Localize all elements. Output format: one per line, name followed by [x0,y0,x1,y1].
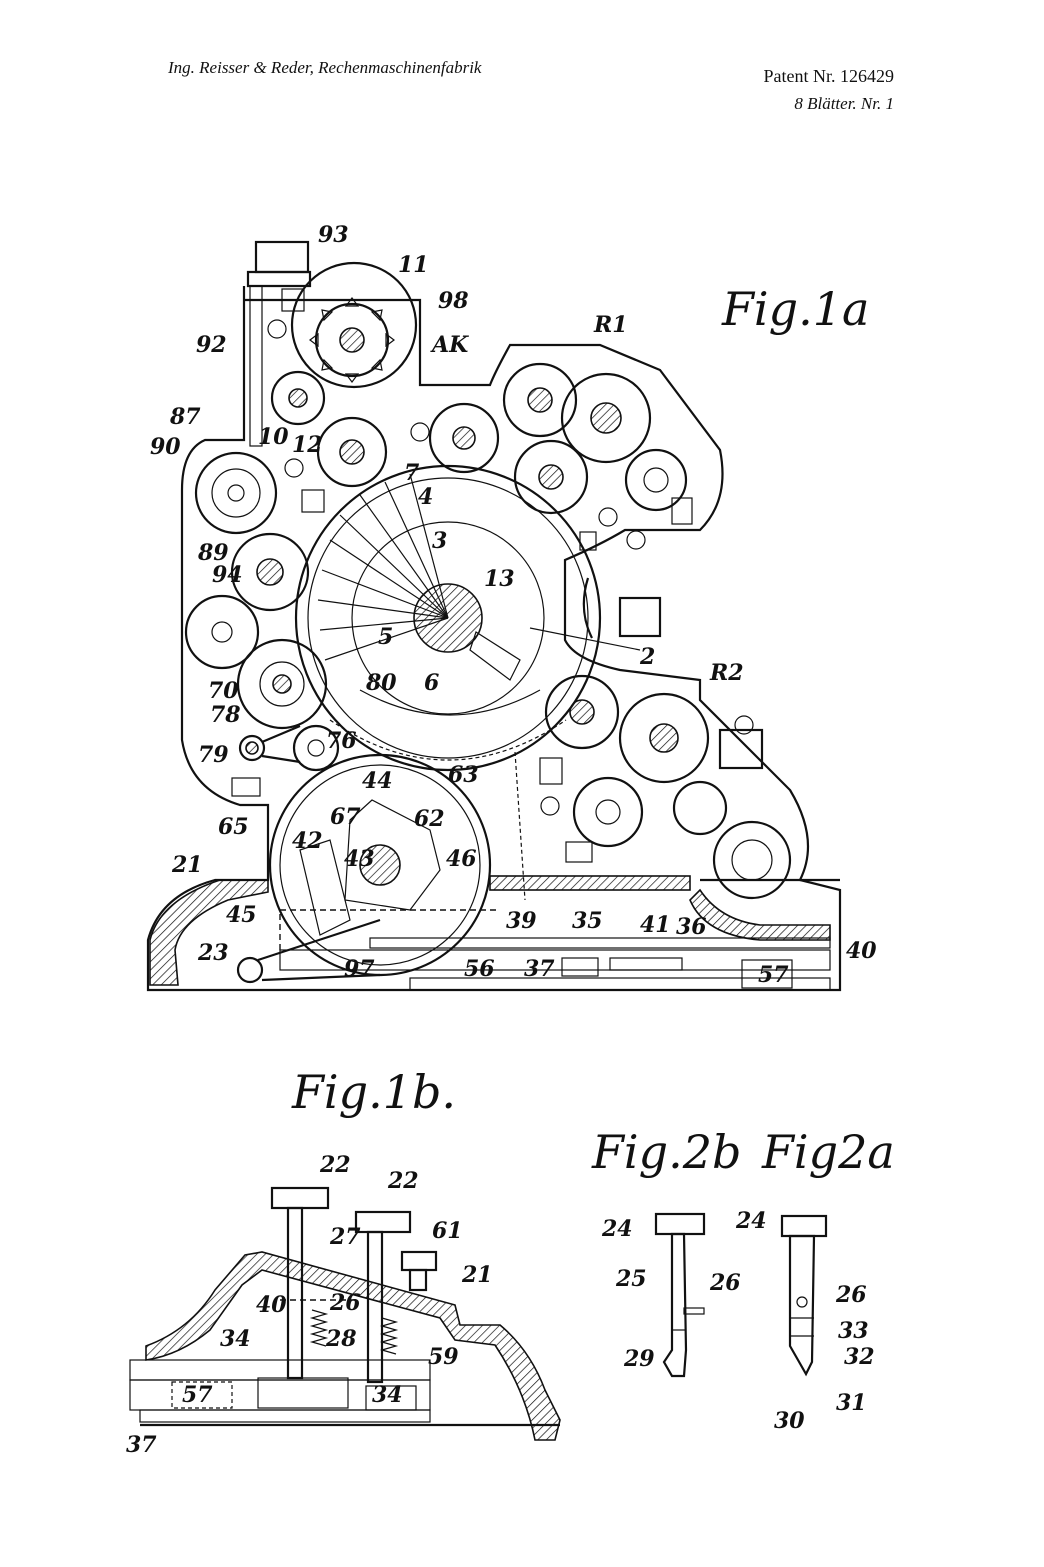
fig2a-labels: 24 26 33 32 31 30 [735,1208,875,1434]
patent-number: Patent Nr. 126429 [763,66,895,86]
label-30: 30 [774,1408,805,1434]
label-78: 78 [210,702,241,728]
label-39: 39 [506,908,537,934]
label-29: 29 [623,1346,655,1372]
label-22a: 22 [319,1152,351,1178]
label-46: 46 [446,846,477,872]
label-79: 79 [198,742,229,768]
label-7: 7 [404,460,420,486]
label-11: 11 [398,252,429,278]
fig2a-drawing [780,1214,828,1377]
label-61: 61 [432,1218,463,1244]
label-4: 4 [418,484,433,510]
label-63: 63 [448,762,479,788]
label-62: 62 [414,806,445,832]
label-AK: AK [430,332,469,358]
label-90: 90 [150,434,181,460]
label-21b: 21 [461,1262,493,1288]
label-35: 35 [572,908,603,934]
label-24b: 24 [735,1208,767,1234]
label-26a: 26 [709,1270,741,1296]
label-31: 31 [836,1390,867,1416]
label-89: 89 [197,540,229,566]
label-56: 56 [464,956,495,982]
label-65: 65 [218,814,249,840]
label-45: 45 [226,902,257,928]
label-40: 40 [846,938,877,964]
fig1b-labels: 22 22 27 61 21 40 26 34 28 59 57 34 37 [126,1152,493,1458]
manufacturer-title: Ing. Reisser & Reder, Rechenmaschinenfab… [168,58,482,77]
fig2a-title: Fig2a [761,1125,895,1179]
sheet-number: 8 Blätter. Nr. 1 [794,94,894,113]
label-R1: R1 [593,312,628,338]
fig2b-labels: 24 25 26 29 [601,1216,741,1372]
label-98: 98 [438,288,469,314]
label-70: 70 [208,678,239,704]
label-34b: 34 [372,1382,403,1408]
label-26b: 26 [329,1290,361,1316]
fig1a-title: Fig.1a [721,282,869,336]
label-21: 21 [171,852,203,878]
label-13: 13 [484,566,515,592]
label-33: 33 [838,1318,869,1344]
label-59: 59 [428,1344,459,1370]
label-3: 3 [432,528,447,554]
fig1a-drawing [146,240,842,992]
label-6: 6 [424,670,439,696]
label-80: 80 [365,670,397,696]
label-22b: 22 [387,1168,419,1194]
fig2b-title: Fig.2b [591,1125,741,1179]
label-40b: 40 [256,1292,287,1318]
fig2b-drawing [654,1212,706,1378]
label-23: 23 [197,940,229,966]
label-92: 92 [196,332,227,358]
label-34a: 34 [220,1326,251,1352]
label-37: 37 [524,956,555,982]
label-27: 27 [329,1224,361,1250]
fig1b-title: Fig.1b. [291,1065,456,1119]
label-57b: 57 [182,1382,213,1408]
label-76: 76 [326,728,357,754]
label-28: 28 [325,1326,357,1352]
label-87: 87 [169,404,201,430]
label-2: 2 [639,644,655,670]
label-12: 12 [292,432,323,458]
label-44: 44 [362,768,393,794]
label-24a: 24 [601,1216,633,1242]
fig1a-labels: 93 11 98 AK 92 R1 87 90 10 12 7 4 3 13 8… [150,222,877,988]
label-36: 36 [676,914,707,940]
label-94: 94 [212,562,243,588]
label-5: 5 [378,624,393,650]
fig1b-drawing [129,1186,561,1441]
label-43: 43 [344,846,375,872]
label-67: 67 [330,804,361,830]
label-25: 25 [615,1266,647,1292]
label-97: 97 [344,956,375,982]
label-10: 10 [258,424,289,450]
label-26c: 26 [835,1282,867,1308]
label-42: 42 [292,828,323,854]
patent-info: Patent Nr. 126429 8 Blätter. Nr. 1 [764,62,895,118]
label-57: 57 [758,962,789,988]
label-41: 41 [640,912,671,938]
label-37b: 37 [126,1432,157,1458]
label-32: 32 [844,1344,875,1370]
label-93: 93 [318,222,349,248]
label-R2: R2 [709,660,744,686]
